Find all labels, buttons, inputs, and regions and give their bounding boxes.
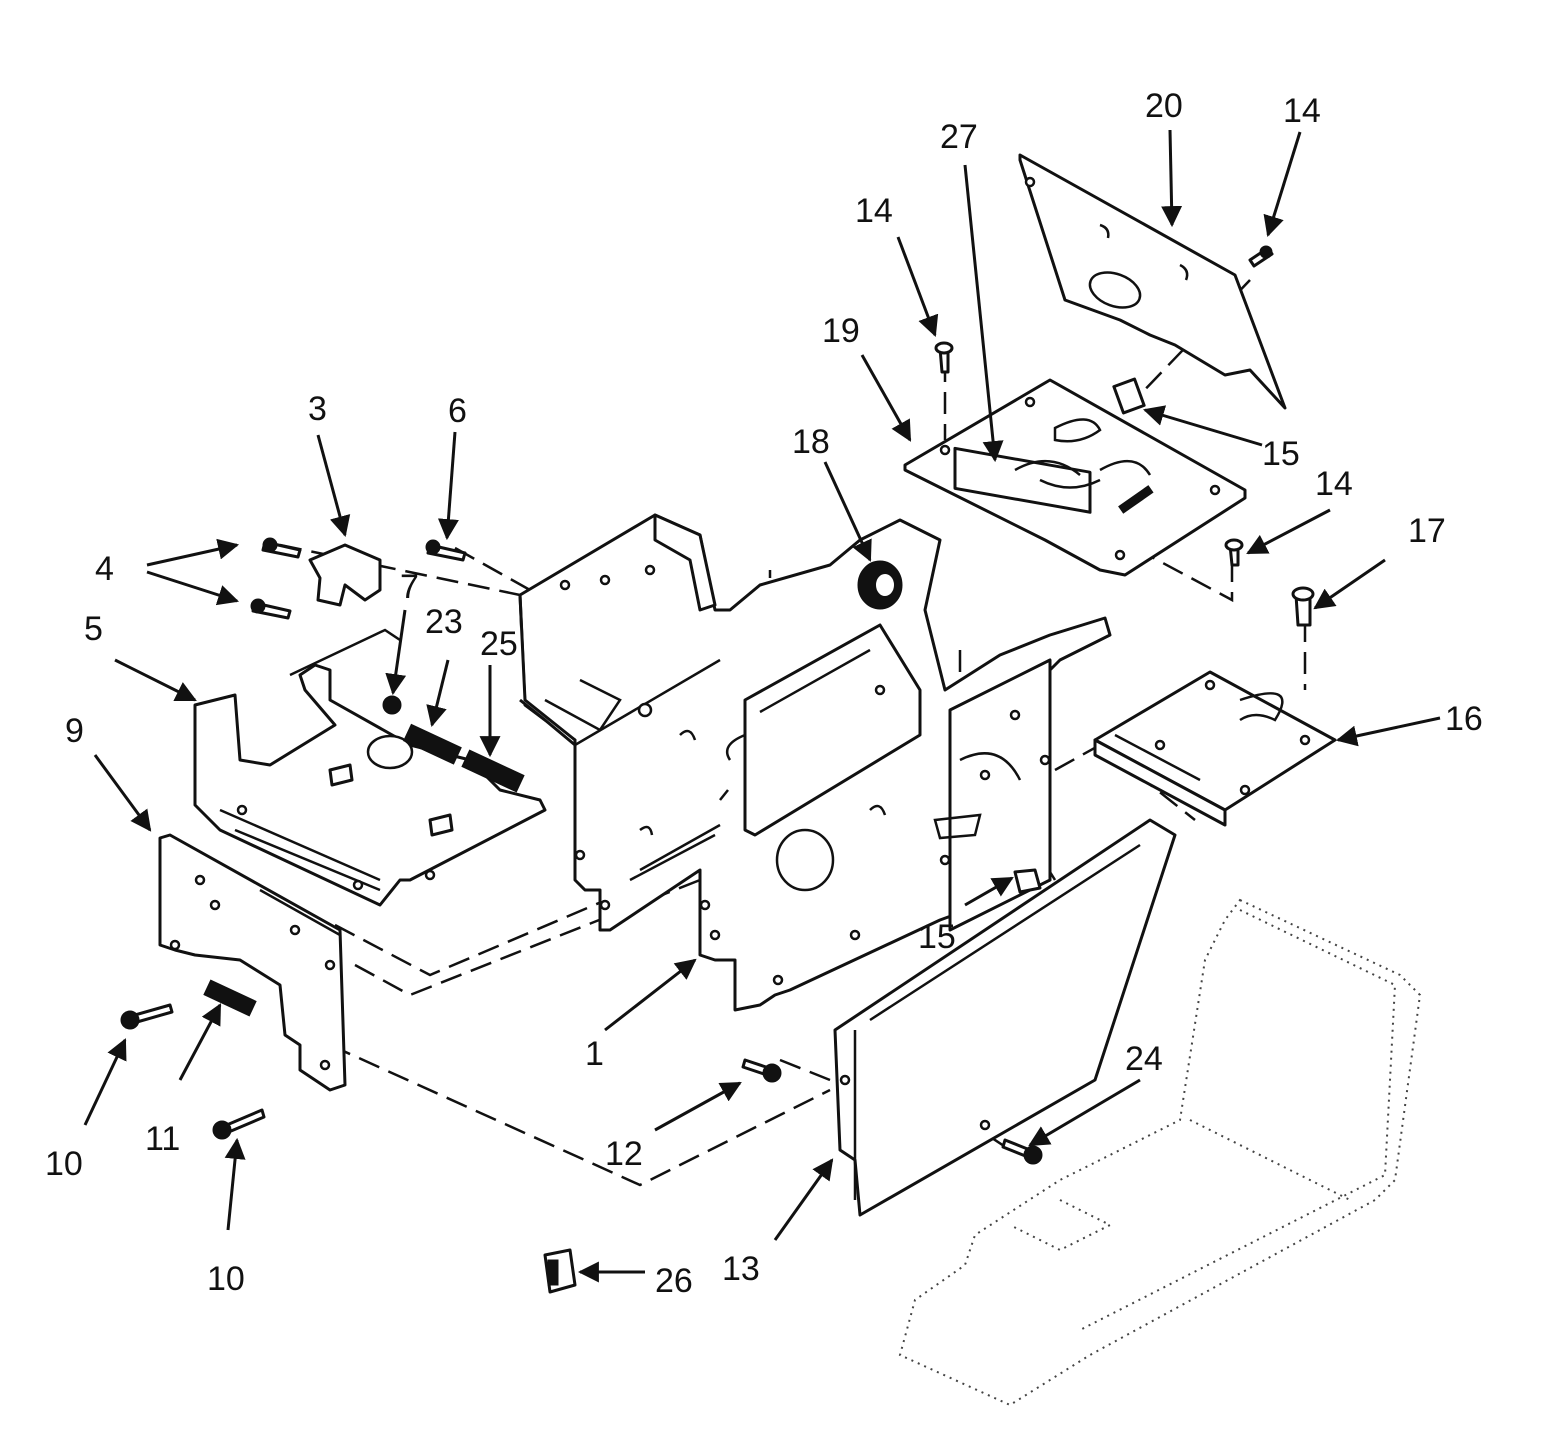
callout-leaders [83, 129, 1441, 1283]
part-18-knob [857, 560, 903, 610]
callout-16: 16 [1445, 700, 1483, 738]
callout-4: 4 [95, 550, 114, 588]
callout-10-lower: 10 [207, 1260, 245, 1298]
callout-24: 24 [1125, 1040, 1163, 1078]
callout-14-top: 14 [1283, 92, 1321, 130]
callout-10-upper: 10 [45, 1145, 83, 1183]
part-9-front-plate [158, 833, 347, 1092]
callout-7: 7 [400, 568, 419, 606]
callout-17: 17 [1408, 512, 1446, 550]
part-26-switch [543, 1248, 577, 1294]
callout-6: 6 [448, 392, 467, 430]
part-5-base-tray [193, 628, 547, 907]
dotted-outline-housing [898, 898, 1422, 1407]
part-4-screws [250, 537, 302, 620]
part-16-side-bracket [1093, 670, 1337, 827]
callout-20: 20 [1145, 87, 1183, 125]
part-14-pin-b [1248, 245, 1274, 268]
part-17-pin [1291, 586, 1315, 627]
callout-27: 27 [940, 118, 978, 156]
callout-5: 5 [84, 610, 103, 648]
part-15-clip-lower [1013, 868, 1042, 894]
callout-1: 1 [585, 1035, 604, 1073]
part-12-screw [741, 1058, 782, 1083]
callout-26: 26 [655, 1262, 693, 1300]
callout-23: 23 [425, 603, 463, 641]
part-13-cover-panel [833, 818, 1177, 1217]
callout-13: 13 [722, 1250, 760, 1288]
callout-18: 18 [792, 423, 830, 461]
callout-15-lower: 15 [918, 918, 956, 956]
callout-12: 12 [605, 1135, 643, 1173]
main-chassis-frame [518, 513, 1112, 1012]
callout-labels: 3 4 5 6 7 23 25 9 10 11 10 1 12 13 26 24… [45, 87, 1483, 1300]
part-6-screw [425, 539, 467, 562]
part-10-screw-lower [212, 1108, 266, 1140]
callout-19: 19 [822, 312, 860, 350]
part-25-spring [461, 749, 525, 793]
callout-15-upper: 15 [1262, 435, 1300, 473]
callout-14-left: 14 [855, 192, 893, 230]
callout-9: 9 [65, 712, 84, 750]
callout-11: 11 [145, 1120, 180, 1158]
part-10-screw-upper [120, 1003, 174, 1030]
part-7-nut [382, 695, 402, 715]
part-11-spring [203, 979, 257, 1017]
part-3-clip [308, 543, 382, 607]
part-23-spring [403, 723, 462, 765]
callout-14-right: 14 [1315, 465, 1353, 503]
callout-3: 3 [308, 390, 327, 428]
part-24-screw [1001, 1138, 1043, 1165]
callout-25: 25 [480, 625, 518, 663]
part-19-mounting-plate [903, 377, 1247, 577]
part-20-top-plate [1018, 153, 1287, 410]
part-14-pin-c [1224, 538, 1244, 567]
part-14-pin-a [934, 341, 954, 374]
